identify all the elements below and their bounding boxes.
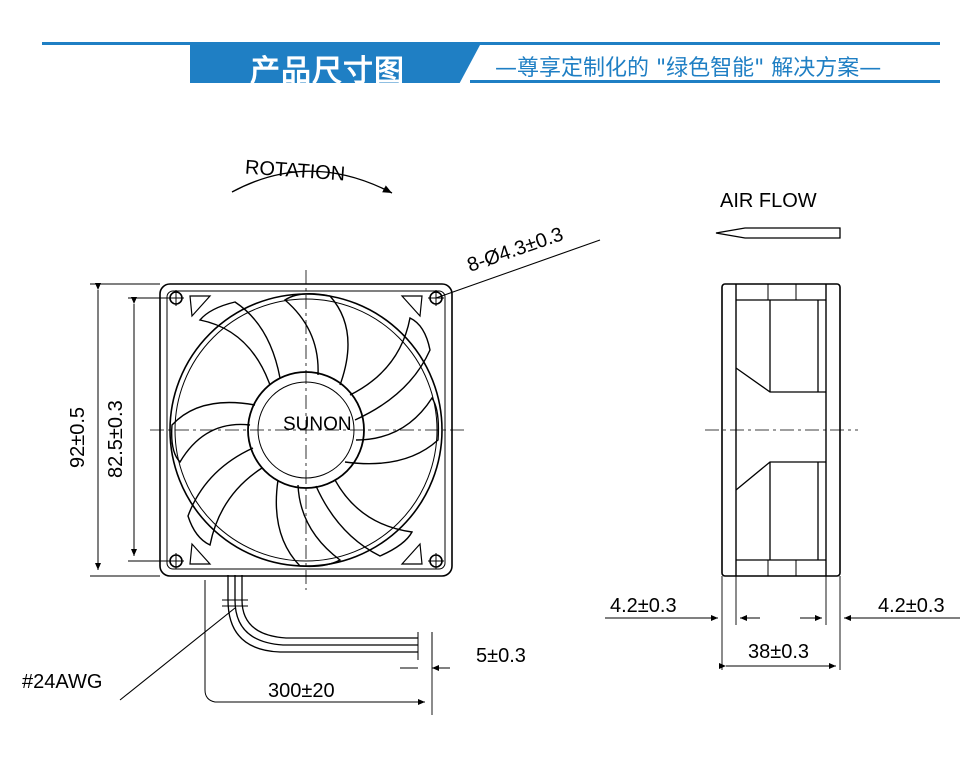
fan-blades [170,293,440,568]
airflow-label: AIR FLOW [720,190,817,212]
awg-leader [119,607,236,701]
header-bottom-rule [470,80,940,83]
wire-gauge-label: #24AWG [22,671,102,693]
page-title: 产品尺寸图 [250,54,405,89]
airflow-arrow [715,227,841,239]
outer-dim-label: 92±0.5 [67,407,89,468]
strip-length-label: 5±0.3 [476,645,526,667]
pitch-dim-label: 82.5±0.3 [105,400,127,478]
rotation-label: ROTATION [244,156,346,185]
hole-leader [435,239,601,299]
wire-bundle [222,575,418,653]
brand-label: SUNON [283,414,352,435]
side-view [605,227,960,670]
page-header: 产品尺寸图 —尊享定制化的 "绿色智能" 解决方案— [0,0,980,100]
mounting-holes [168,290,444,569]
hole-spec-label: 8-Ø4.3±0.3 [464,223,566,276]
wire-length-label: 300±20 [268,680,335,702]
header-top-rule [42,42,940,45]
rotation-arc [231,170,393,194]
left-flange-label: 4.2±0.3 [610,595,677,617]
front-view [90,170,601,715]
title-banner [190,45,480,83]
page-subtitle: —尊享定制化的 "绿色智能" 解决方案— [495,56,882,81]
wire-length-dim-line [204,580,425,705]
depth-label: 38±0.3 [748,641,809,663]
right-flange-label: 4.2±0.3 [878,595,945,617]
